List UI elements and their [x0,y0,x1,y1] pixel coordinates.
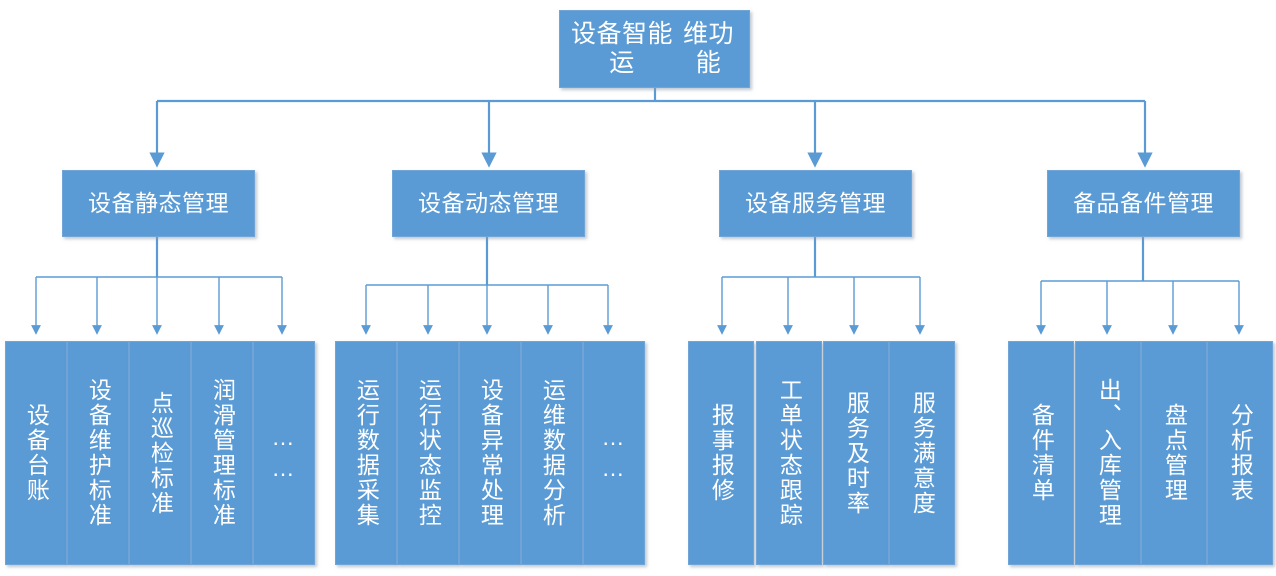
node-leaf-3-4[interactable]: 服务满意度 [889,341,955,565]
ellipsis-label: …… [271,423,297,481]
leaf-label: 工单状态跟踪 [776,378,803,528]
node-leaf-3-1[interactable]: 报事报修 [688,341,754,565]
leaf-label: 润滑管理标准 [209,378,236,528]
node-leaf-2-3[interactable]: 设备异常处理 [459,341,521,565]
node-leaf-2-5-ellipsis[interactable]: …… [583,341,645,565]
leaf-label: 备件清单 [1028,403,1055,503]
ellipsis-label: …… [601,423,627,481]
node-leaf-1-5-ellipsis[interactable]: …… [253,341,315,565]
leaf-label: 分析报表 [1227,403,1254,503]
node-branch-2[interactable]: 设备动态管理 [392,170,585,237]
leaf-label: 服务及时率 [843,390,870,516]
leaf-label: 出、入库管理 [1095,378,1122,528]
node-leaf-4-1[interactable]: 备件清单 [1008,341,1074,565]
node-leaf-1-4[interactable]: 润滑管理标准 [191,341,253,565]
leaf-label: 运维数据分析 [539,378,566,528]
leaf-label: 报事报修 [708,403,735,503]
node-branch-1[interactable]: 设备静态管理 [62,170,255,237]
node-leaf-4-3[interactable]: 盘点管理 [1141,341,1207,565]
node-leaf-1-3[interactable]: 点巡检标准 [129,341,191,565]
leaf-label: 盘点管理 [1161,403,1188,503]
leaf-label: 点巡检标准 [147,390,174,516]
node-branch-4[interactable]: 备品备件管理 [1047,170,1240,237]
node-leaf-1-1[interactable]: 设备台账 [5,341,67,565]
node-leaf-1-2[interactable]: 设备维护标准 [67,341,129,565]
leaf-label: 设备维护标准 [85,378,112,528]
node-leaf-3-3[interactable]: 服务及时率 [823,341,889,565]
leaf-label: 设备异常处理 [477,378,504,528]
node-leaf-2-4[interactable]: 运维数据分析 [521,341,583,565]
leaf-label: 服务满意度 [909,390,936,516]
leaf-label: 运行数据采集 [353,378,380,528]
node-leaf-2-2[interactable]: 运行状态监控 [397,341,459,565]
leaf-label: 运行状态监控 [415,378,442,528]
leaf-label: 设备台账 [23,403,50,503]
node-leaf-3-2[interactable]: 工单状态跟踪 [756,341,822,565]
node-leaf-4-4[interactable]: 分析报表 [1207,341,1273,565]
node-root[interactable]: 设备智能运维功能 [559,10,750,88]
node-leaf-2-1[interactable]: 运行数据采集 [335,341,397,565]
node-leaf-4-2[interactable]: 出、入库管理 [1075,341,1141,565]
node-branch-3[interactable]: 设备服务管理 [719,170,912,237]
